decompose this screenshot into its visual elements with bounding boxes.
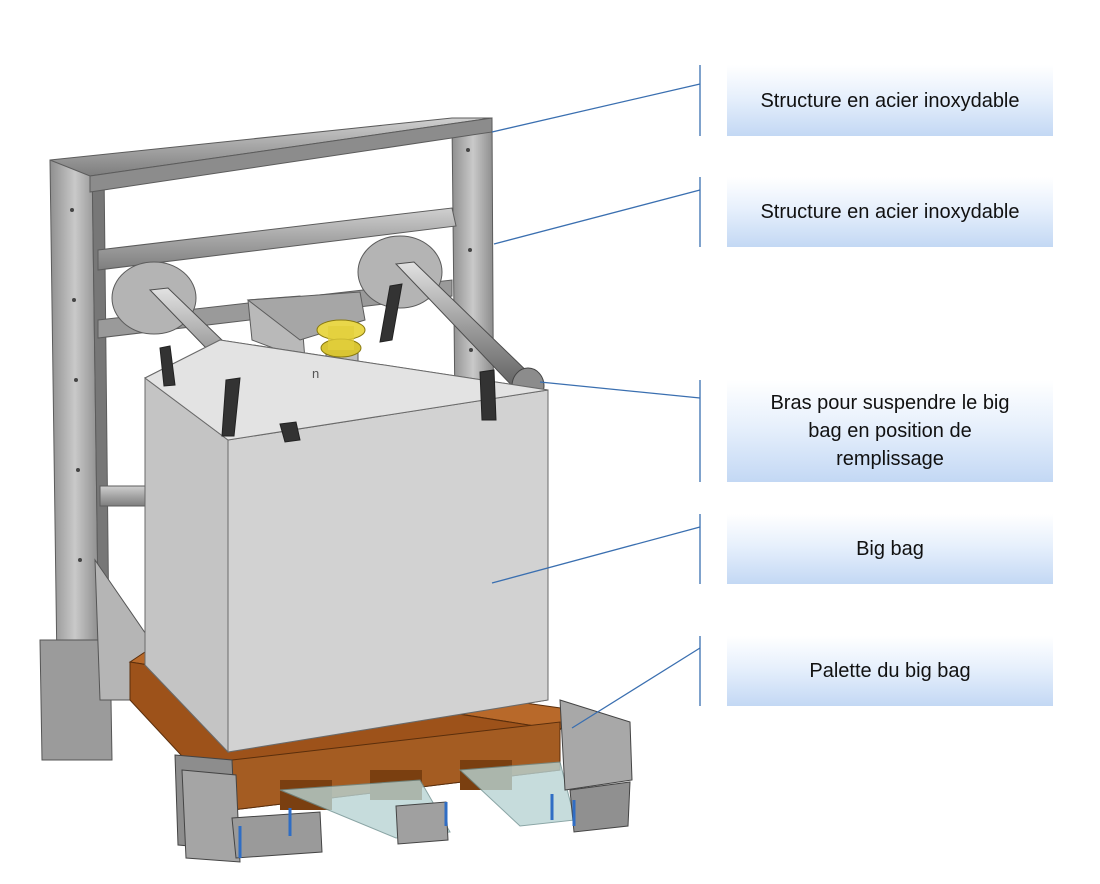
leader-pointer-palette (571, 647, 701, 729)
leader-lines (491, 65, 701, 729)
yellow-valve (316, 319, 366, 358)
bag-marking: n (312, 366, 319, 381)
leader-pointer-bras (539, 381, 701, 399)
leader-pointer-structure-1 (491, 83, 701, 133)
callout-palette: Palette du big bag (727, 636, 1053, 706)
callout-bras: Bras pour suspendre le big bag en positi… (727, 380, 1053, 482)
callout-structure-1-text: Structure en acier inoxydable (760, 89, 1020, 112)
callout-palette-text: Palette du big bag (809, 660, 971, 682)
base-frame (174, 699, 633, 863)
leader-pointer-structure-2 (493, 189, 701, 245)
bag-straps (159, 283, 497, 443)
callout-structure-1: Structure en acier inoxydable (727, 65, 1053, 136)
callout-bras-text: Bras pour suspendre le big bag en positi… (770, 392, 1010, 470)
callout-structure-2-text: Structure en acier inoxydable (760, 201, 1020, 223)
callout-structure-2: Structure en acier inoxydable (727, 177, 1053, 247)
callout-big-bag: Big bag (727, 514, 1053, 584)
callout-big-bag-text: Big bag (856, 538, 924, 560)
big-bag: n (144, 339, 549, 754)
leader-pointer-big-bag (491, 526, 701, 584)
